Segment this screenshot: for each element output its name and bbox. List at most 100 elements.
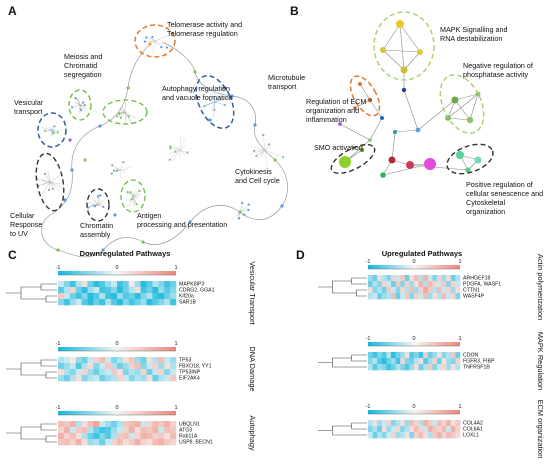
heatmap-cell [99, 433, 106, 440]
heatmap-cell [418, 352, 424, 359]
heatmap-cell [146, 281, 153, 288]
colorbar-tick-min: -1 [366, 336, 371, 342]
heatmap-cell [395, 364, 401, 371]
heatmap-cell [400, 358, 406, 365]
colorbar [368, 342, 460, 346]
heatmap-cell [423, 426, 429, 433]
gene-label: Rab11A [179, 433, 198, 439]
heatmap-cell [404, 432, 410, 439]
heatmap-cell [105, 433, 112, 440]
node [129, 191, 132, 194]
heatmap-cell [418, 420, 424, 427]
heatmap-cell [140, 293, 147, 300]
gene-label: LOXL1 [463, 432, 479, 438]
heatmap-cell [414, 275, 419, 282]
heatmap-cell [441, 432, 447, 439]
heatmap-cell [93, 433, 100, 440]
heatmap-cell [377, 352, 383, 359]
heatmap-cell [158, 357, 165, 364]
gene-label: SAR1B [179, 299, 197, 305]
heatmap-cell [63, 369, 71, 376]
heatmap-cell [117, 427, 124, 434]
heatmap-cell [152, 433, 159, 440]
annot-vesicular-2: transport [14, 107, 42, 116]
heatmap-cell [446, 364, 452, 371]
colorbar-tick-mid: 0 [115, 265, 118, 271]
heatmap-cell [404, 426, 410, 433]
heatmap-cell [105, 287, 112, 294]
heatmap-cell [427, 352, 433, 359]
node [213, 108, 216, 111]
heatmap-cell [446, 426, 452, 433]
node [401, 87, 407, 93]
edge [118, 107, 126, 113]
heatmap-cell [372, 364, 378, 371]
colorbar [368, 265, 460, 269]
heatmap-cell [146, 287, 153, 294]
heatmap-cell [134, 439, 141, 446]
heatmap-cell [128, 439, 135, 446]
cluster-ecm-ellipse [349, 75, 381, 117]
edge [132, 195, 135, 206]
cluster-antigen-ellipse [120, 179, 146, 213]
heatmap-cell [386, 281, 392, 288]
node [151, 35, 154, 39]
node [113, 213, 117, 217]
heatmap-cell [146, 369, 153, 376]
heatmap-cell [93, 299, 100, 306]
node [138, 189, 141, 192]
edge [249, 149, 266, 155]
heatmap-cell [152, 363, 159, 370]
node [101, 248, 105, 252]
edge [254, 149, 266, 152]
heatmap-cell [437, 352, 442, 359]
edge [50, 129, 53, 138]
edge [214, 99, 224, 103]
edge [263, 134, 266, 151]
gene-label: FGFR3, FIBP [463, 358, 495, 364]
heatmap-cell [404, 352, 410, 359]
heatmap-cell [158, 299, 165, 306]
edge [171, 149, 181, 163]
node [141, 240, 145, 244]
edge [154, 40, 158, 46]
heatmap-cell [158, 421, 165, 428]
node [456, 151, 464, 159]
node [53, 125, 56, 128]
edge [354, 99, 371, 109]
node [368, 138, 372, 142]
heatmap-cell [368, 364, 373, 371]
heatmap-cell [122, 375, 130, 382]
heatmap-cell [134, 293, 141, 300]
heatmap-cell [69, 293, 76, 300]
heatmap-cell [368, 293, 373, 300]
heatmap-cell [455, 358, 461, 365]
heatmap-cell [93, 293, 100, 300]
heatmap-cell [432, 287, 438, 294]
heatmap-cell [58, 293, 65, 300]
heatmap-cell [63, 375, 71, 382]
heatmap-cell [377, 287, 383, 294]
heatmap-cell [427, 420, 433, 427]
edge [124, 111, 127, 125]
node [238, 210, 242, 214]
heatmap-cell [414, 364, 419, 371]
heatmap-cell [437, 426, 442, 433]
heatmap-cell [117, 357, 124, 364]
heatmap-cell [111, 427, 118, 434]
heatmap-cell [81, 363, 88, 370]
heatmap-cell [93, 427, 100, 434]
heatmap-cell [441, 275, 447, 282]
heatmap-cell [423, 275, 429, 282]
edge [121, 106, 126, 113]
node [51, 187, 55, 190]
annot-autophagy-2: and vacuole formation [162, 93, 233, 102]
heatmap-cell [63, 299, 71, 306]
node [148, 42, 152, 46]
gene-label: ARHGEF18 [463, 275, 491, 281]
heatmap-cell [372, 352, 378, 359]
heatmap-cell [455, 293, 461, 300]
edge [382, 49, 421, 53]
